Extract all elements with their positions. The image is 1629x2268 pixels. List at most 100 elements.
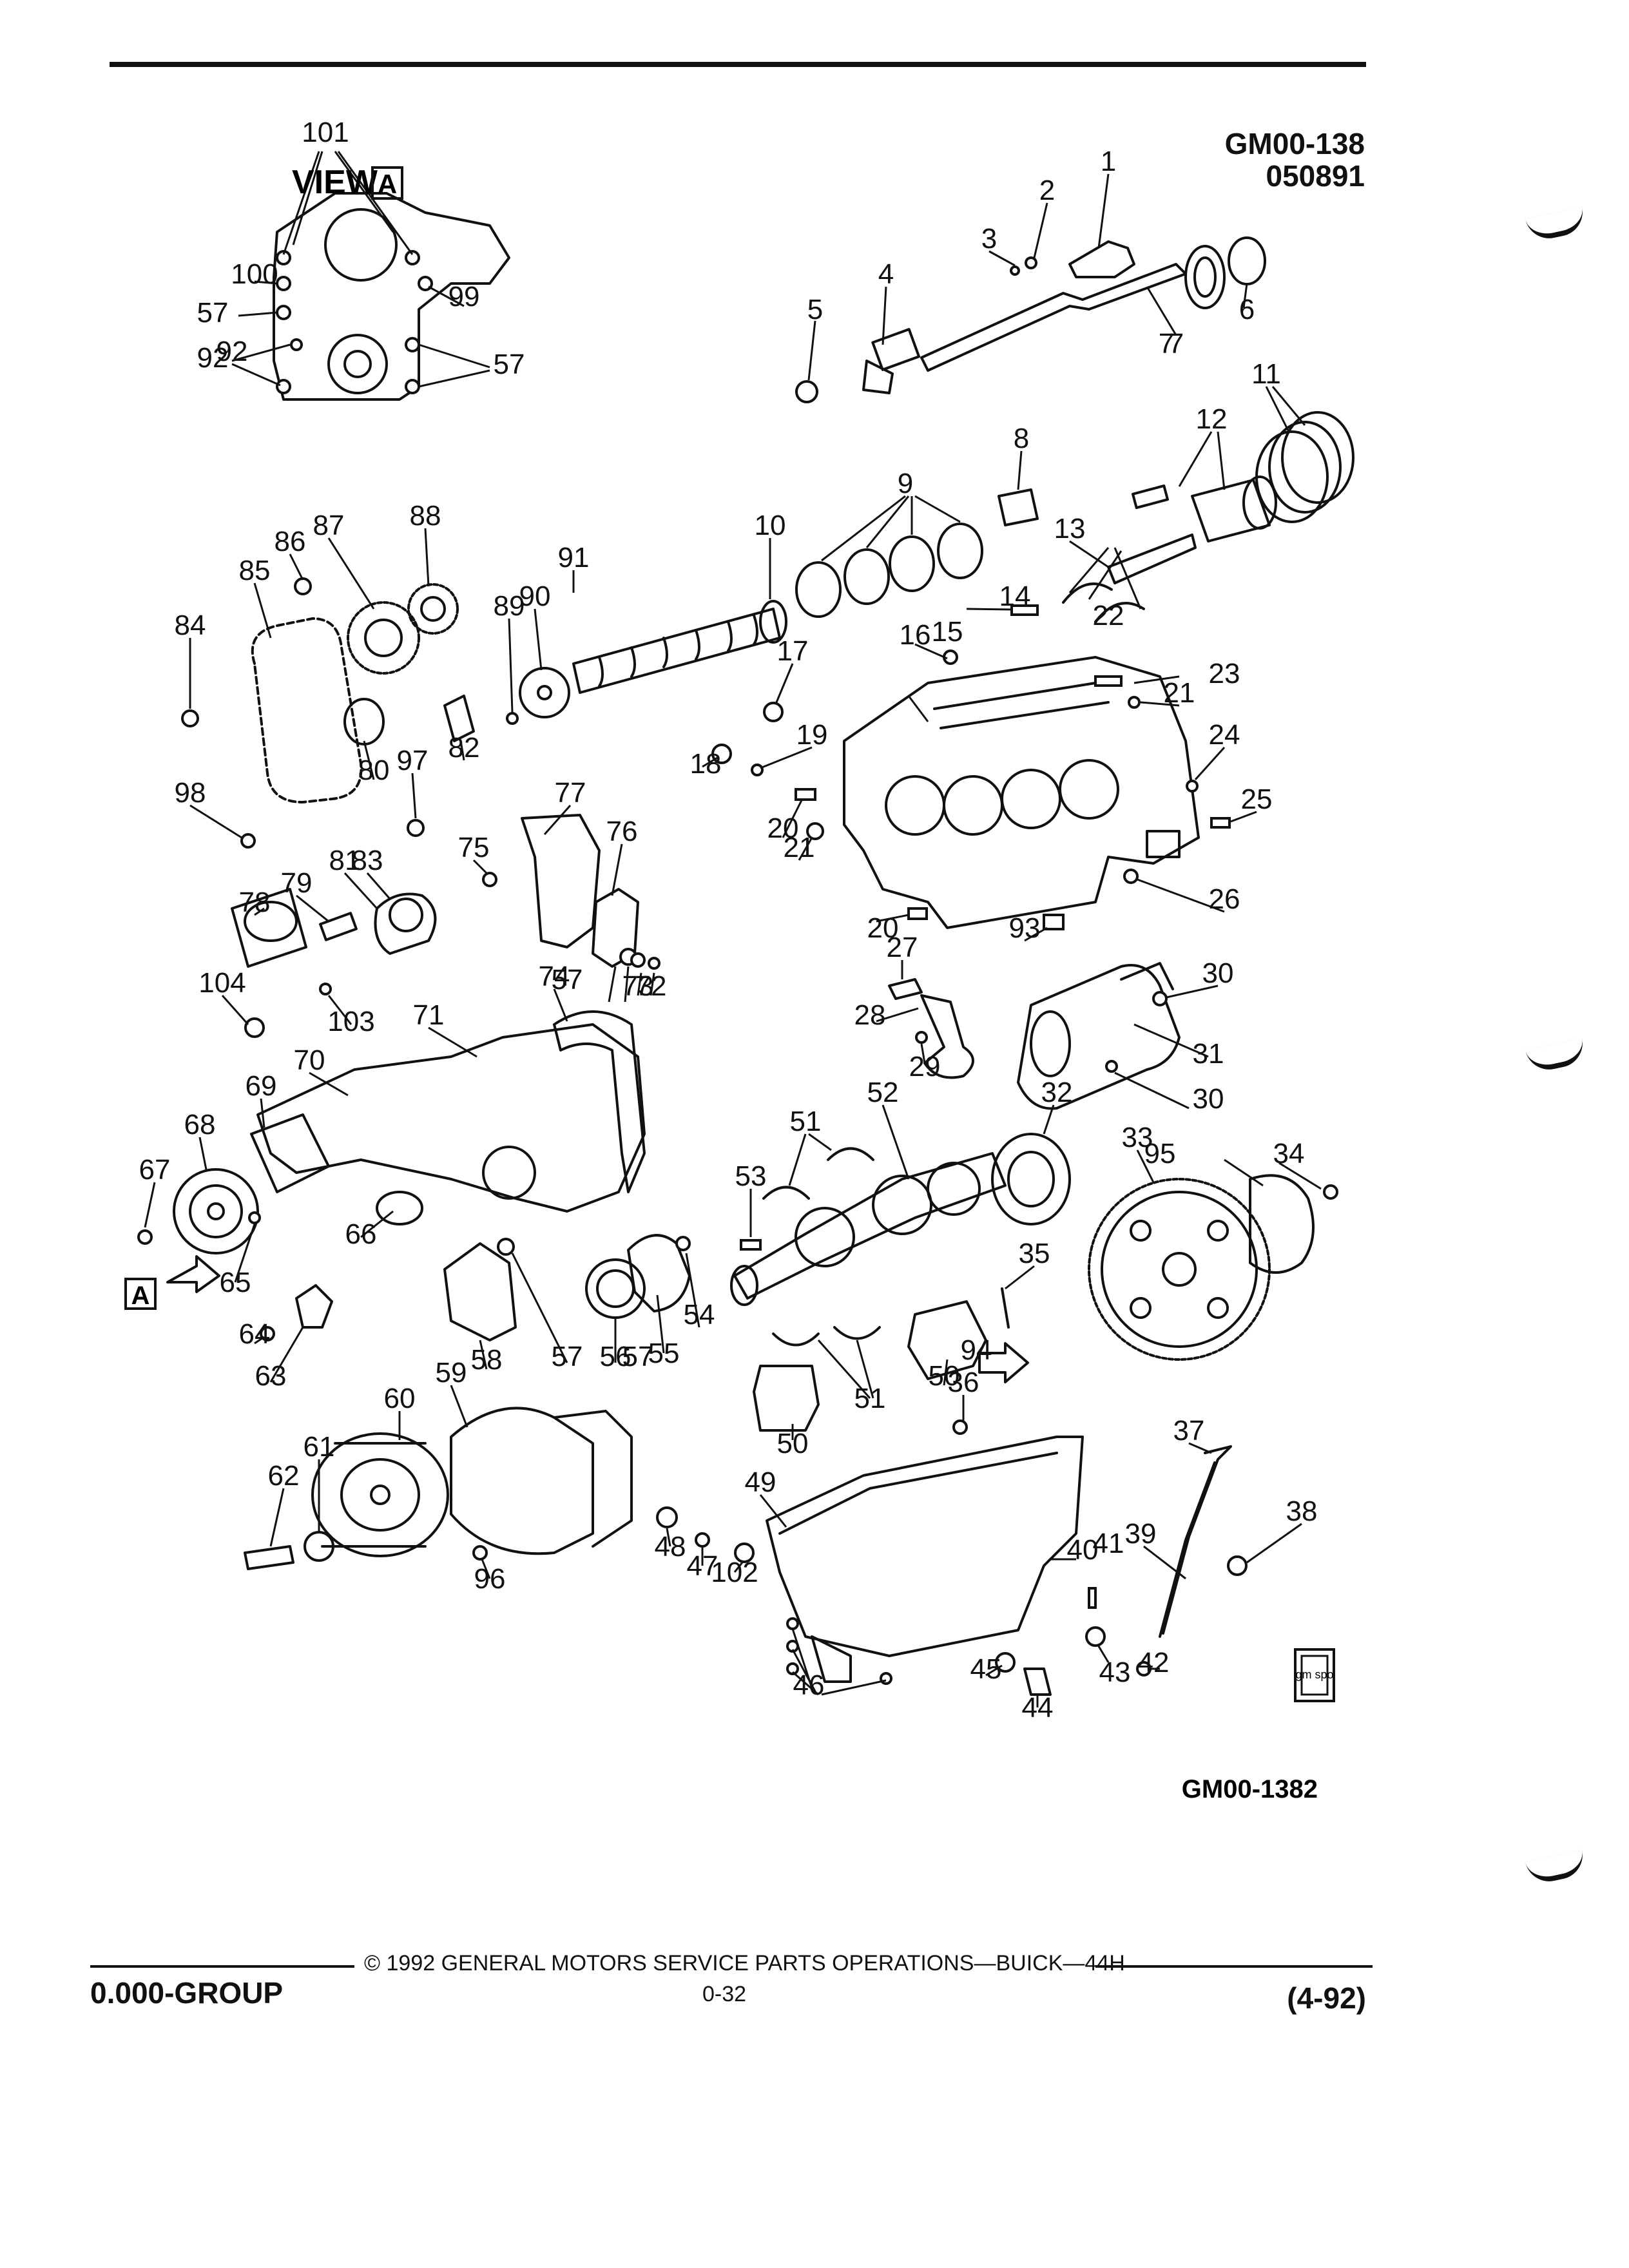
callout-22: 22 [1093,600,1124,631]
callout-53: 53 [735,1160,767,1192]
callout-43: 43 [1099,1657,1131,1688]
callout-24: 24 [1209,719,1240,751]
callout-79: 79 [281,867,313,899]
diagram-code-line2: 050891 [1266,159,1365,193]
callout-47: 47 [687,1550,718,1582]
callout-8: 8 [1014,423,1029,454]
callout-35: 35 [1019,1238,1050,1269]
callout-23: 23 [1209,658,1240,689]
callout-104: 104 [198,967,246,999]
callout-7: 7 [1159,328,1174,360]
callout-31: 31 [1193,1038,1224,1070]
figure-number: GM00-1382 [1182,1775,1318,1803]
callout-93: 93 [1009,912,1041,944]
callout-39: 39 [1125,1518,1157,1550]
callout-80: 80 [358,754,390,786]
callout-36: 36 [948,1367,979,1398]
callout-98: 98 [175,777,206,809]
callout-86: 86 [275,526,306,557]
pistons-rings-rods [1062,411,1354,623]
callout-7: 7 [1168,328,1184,360]
footer-rule-left [90,1965,354,1968]
oil-pan [656,1436,1106,1696]
callout-28: 28 [854,999,886,1031]
callout-96: 96 [474,1563,506,1595]
parts-1-to-7 [795,236,1266,403]
callout-17: 17 [777,635,809,667]
callout-103: 103 [327,1006,374,1037]
callout-40: 40 [1067,1534,1099,1566]
footer-page-number: 0-32 [702,1982,747,2006]
starter-motor [1017,962,1181,1110]
callout-83: 83 [352,845,383,876]
callout-46: 46 [793,1669,825,1701]
callout-89: 89 [494,590,525,622]
callout-32: 32 [1041,1077,1073,1108]
callout-67: 67 [139,1154,171,1186]
bearings-and-camshaft [572,488,1039,694]
callout-99: 99 [448,281,480,312]
callout-66: 66 [345,1218,377,1250]
callout-84: 84 [175,610,206,641]
callout-57: 57 [552,964,583,995]
callout-2: 2 [1039,175,1055,206]
top-rule [110,62,1366,67]
mount-leaders [254,1253,700,1383]
callout-62: 62 [268,1460,300,1492]
callout-82: 82 [448,732,480,764]
callout-4: 4 [878,258,894,290]
callout-94: 94 [961,1334,992,1366]
callout-41: 41 [1093,1528,1124,1559]
crank-leaders [749,1104,1055,1399]
callout-76: 76 [606,816,638,847]
callout-75: 75 [458,832,490,863]
callout-69: 69 [246,1070,277,1102]
callout-14: 14 [999,581,1031,612]
callout-92: 92 [217,336,248,367]
callout-20: 20 [767,812,799,844]
view-label: VIEW [292,164,378,201]
mounts-and-seals [260,1234,691,1341]
callout-71: 71 [413,999,445,1031]
callout-20: 20 [867,912,899,944]
callout-95: 95 [1144,1138,1176,1169]
block-leaders [702,608,1257,942]
front-cover-water-pump [137,952,660,1254]
callout-54: 54 [684,1299,715,1331]
timing-chain-set [181,577,570,803]
footer-date: (4-92) [1287,1981,1366,2015]
front-cover-leaders [144,972,655,1283]
callout-15: 15 [932,616,963,648]
callout-50: 50 [777,1428,809,1459]
dipstick [1136,1445,1248,1677]
view-arrow-letter: A [131,1282,150,1310]
callout-10: 10 [755,510,786,541]
callout-65: 65 [220,1267,251,1298]
callout-81: 81 [329,845,361,876]
callout-101: 101 [302,117,349,148]
damper-leaders [269,1385,491,1579]
footer-rule-right [1095,1965,1373,1968]
callout-85: 85 [239,555,271,586]
callout-45: 45 [970,1653,1002,1685]
callout-9: 9 [898,468,913,499]
callout-51: 51 [790,1106,822,1137]
callout-16: 16 [900,619,931,651]
callout-21: 21 [784,832,815,863]
view-label-letter: A [378,169,397,199]
callout-58: 58 [471,1344,503,1376]
parts-1-to-7-leaders [807,173,1248,381]
cap-leaders [791,1265,1035,1440]
callout-33: 33 [1122,1122,1153,1153]
callout-100: 100 [231,258,278,290]
callout-11: 11 [1251,358,1281,390]
oil-pump-leaders [189,773,630,1025]
callout-61: 61 [304,1431,335,1463]
callout-34: 34 [1273,1138,1305,1169]
view-a-arrow [124,1255,220,1310]
piston-leaders [1068,386,1306,610]
callout-56: 56 [600,1341,631,1372]
callout-50: 50 [929,1360,960,1392]
